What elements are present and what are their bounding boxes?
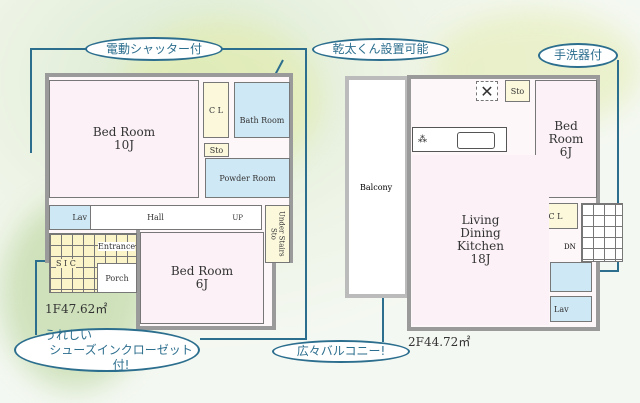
floor1-area: 1F47.62㎡ [45, 302, 108, 316]
stairs-up-label: UP [232, 213, 243, 222]
hall-label: Hall [147, 213, 164, 222]
room-size: 6J [195, 277, 209, 291]
room-label: Dining [460, 226, 501, 240]
room-label: Bed [554, 118, 578, 133]
stairs[interactable] [581, 203, 623, 262]
room-size: 18J [470, 252, 491, 266]
callout-line [35, 260, 37, 335]
room-label: Bed Room [92, 125, 156, 139]
balcony-label: Balcony [360, 183, 393, 192]
callout-line [617, 60, 619, 270]
callout-text: シューズインクローゼット付! [49, 342, 193, 372]
dryer-space: ✕ [476, 81, 498, 101]
sink-icon [457, 132, 495, 149]
stove-icon: ⁂ [418, 134, 427, 145]
lav-1f: Lav [49, 205, 91, 230]
stairs-down-label: DN [564, 243, 576, 251]
callout-line [30, 48, 32, 153]
storage-1f: Sto [204, 143, 229, 157]
sic-label: S I C [56, 259, 76, 268]
callout-line [382, 270, 384, 342]
callout-handwash: 手洗器付 [538, 43, 618, 68]
room-label: Living [461, 213, 500, 227]
floor2-area: 2F44.72㎡ [408, 335, 471, 349]
storage-2f: Sto [505, 80, 530, 102]
callout-line [220, 48, 305, 50]
callout-dryer: 乾太くん設置可能 [312, 38, 449, 61]
room-label: Bed Room [170, 264, 234, 278]
callout-text: うれしい [44, 327, 93, 342]
entrance-sic: Entrance S I C [49, 233, 137, 293]
callout-line [35, 260, 53, 262]
callout-line [590, 270, 619, 272]
porch: Porch [97, 263, 137, 293]
callout-line [200, 338, 307, 340]
bath-room: Bath Room [234, 82, 290, 138]
room-size: 6J [559, 144, 573, 159]
callout-electric-shutter: 電動シャッター付 [85, 37, 223, 61]
room-label: Room [548, 131, 584, 146]
closet-1f: C L [203, 82, 229, 138]
entrance-label: Entrance [98, 242, 136, 251]
room-label: Kitchen [457, 239, 504, 253]
callout-line [30, 48, 86, 50]
callout-shoe-closet: うれしいシューズインクローゼット付! [14, 328, 200, 372]
hand-wash-area [550, 262, 592, 292]
kitchen-counter: ⁂ [412, 127, 507, 152]
room-size: 10J [113, 138, 135, 152]
callout-line [305, 48, 307, 338]
lav-2f: Lav [550, 296, 592, 322]
callout-balcony: 広々バルコニー! [272, 340, 410, 363]
under-stairs-storage: Under Stairs Sto [265, 205, 290, 263]
powder-room: Powder Room [205, 158, 290, 198]
